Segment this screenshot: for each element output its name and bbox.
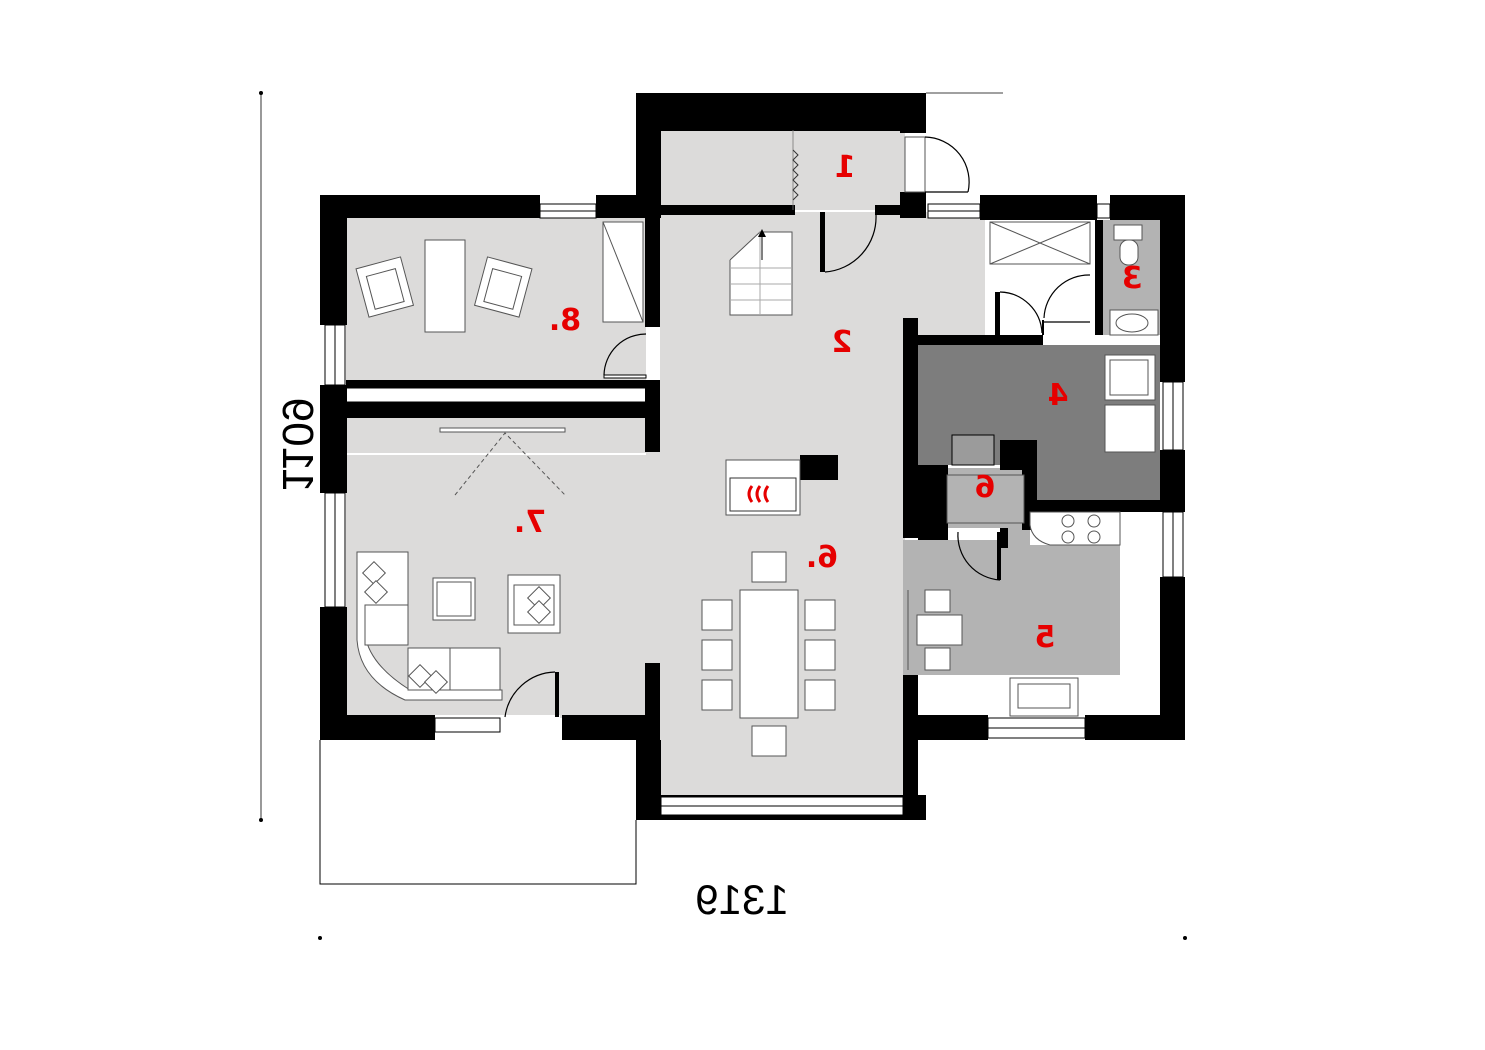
- windows: [324, 203, 1184, 816]
- room-1-floor: [660, 130, 905, 210]
- furniture: [355, 130, 1159, 757]
- height-dimension-label: 1109: [273, 398, 322, 493]
- armchair-right: [473, 256, 533, 318]
- room-label-2: 2: [832, 325, 853, 360]
- armchair-left: [355, 256, 415, 318]
- room-label-5: 5: [1035, 620, 1056, 655]
- shower-icon: [989, 221, 1091, 265]
- room-7-strip: [346, 418, 646, 453]
- room-label-7: 7.: [514, 505, 546, 540]
- room-label-1: 1: [835, 150, 856, 185]
- width-dimension-label: 1319: [695, 876, 788, 923]
- room-labels: 1 2 3 4 5 6 6. 7. 8.: [514, 150, 1143, 655]
- room-label-6: 6.: [806, 540, 838, 575]
- toilet-icon: [1113, 224, 1143, 266]
- room-label-4: 4: [1048, 378, 1069, 413]
- terrace-outline: [319, 740, 637, 885]
- room-label-3: 3: [1122, 261, 1143, 296]
- doors: [504, 136, 1091, 718]
- stove-icon: [1061, 514, 1101, 544]
- room-label-8: 8.: [549, 303, 581, 338]
- room-7-strip-top: [345, 387, 647, 403]
- fireplace-icon: [725, 459, 801, 516]
- dimension-lines: [259, 91, 1187, 940]
- room-label-9: 6: [975, 470, 996, 505]
- sofa: [356, 551, 503, 701]
- sink-icon: [1109, 309, 1159, 336]
- staircase-icon: [729, 229, 793, 316]
